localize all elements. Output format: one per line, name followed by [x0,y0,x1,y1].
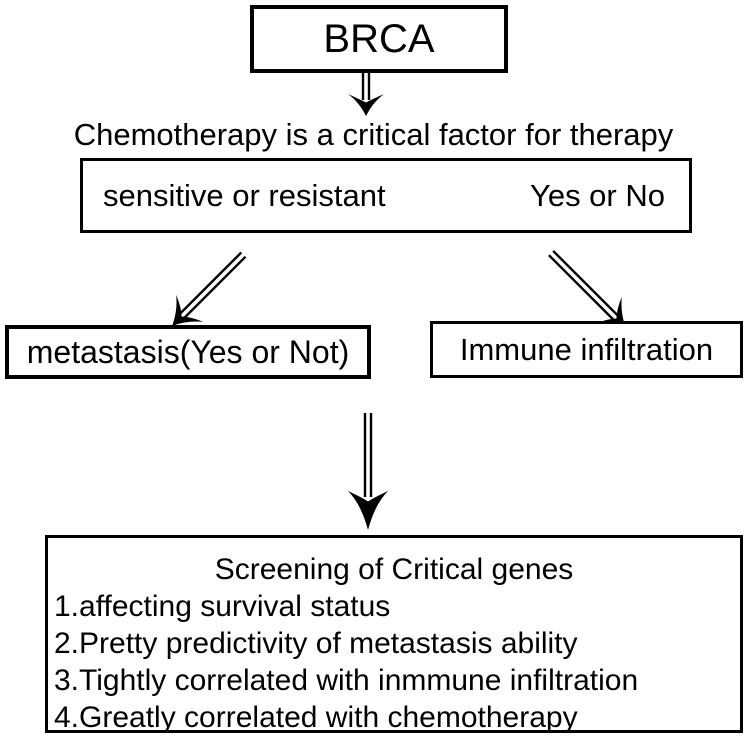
brca-node: BRCA [250,5,508,73]
factor-label: Chemotherapy is a critical factor for th… [73,117,674,152]
screening-title: Screening of Critical genes [214,553,574,586]
metastasis-to-screening-arrow [348,413,388,530]
screening-item: 4.Greatly correlated with chemotherapy [54,701,578,733]
immune-infiltration-node-label: Immune infiltration [459,331,714,367]
screening-item: 2.Pretty predictivity of metastasis abil… [54,627,578,660]
brca-down-arrow [348,73,384,116]
metastasis-node-label: metastasis(Yes or Not) [26,333,350,370]
decision-node: sensitive or resistant Yes or No [80,158,692,233]
screening-item: 1.affecting survival status [54,590,391,623]
brca-node-label: BRCA [323,16,435,61]
decision-right-label: Yes or No [530,177,665,213]
decision-left-label: sensitive or resistant [103,177,386,213]
metastasis-node: metastasis(Yes or Not) [5,325,371,379]
screening-item: 3.Tightly correlated with inmmune infilt… [54,664,639,697]
immune-infiltration-node: Immune infiltration [430,321,743,378]
screening-node: Screening of Critical genes 1.affecting … [45,535,743,733]
